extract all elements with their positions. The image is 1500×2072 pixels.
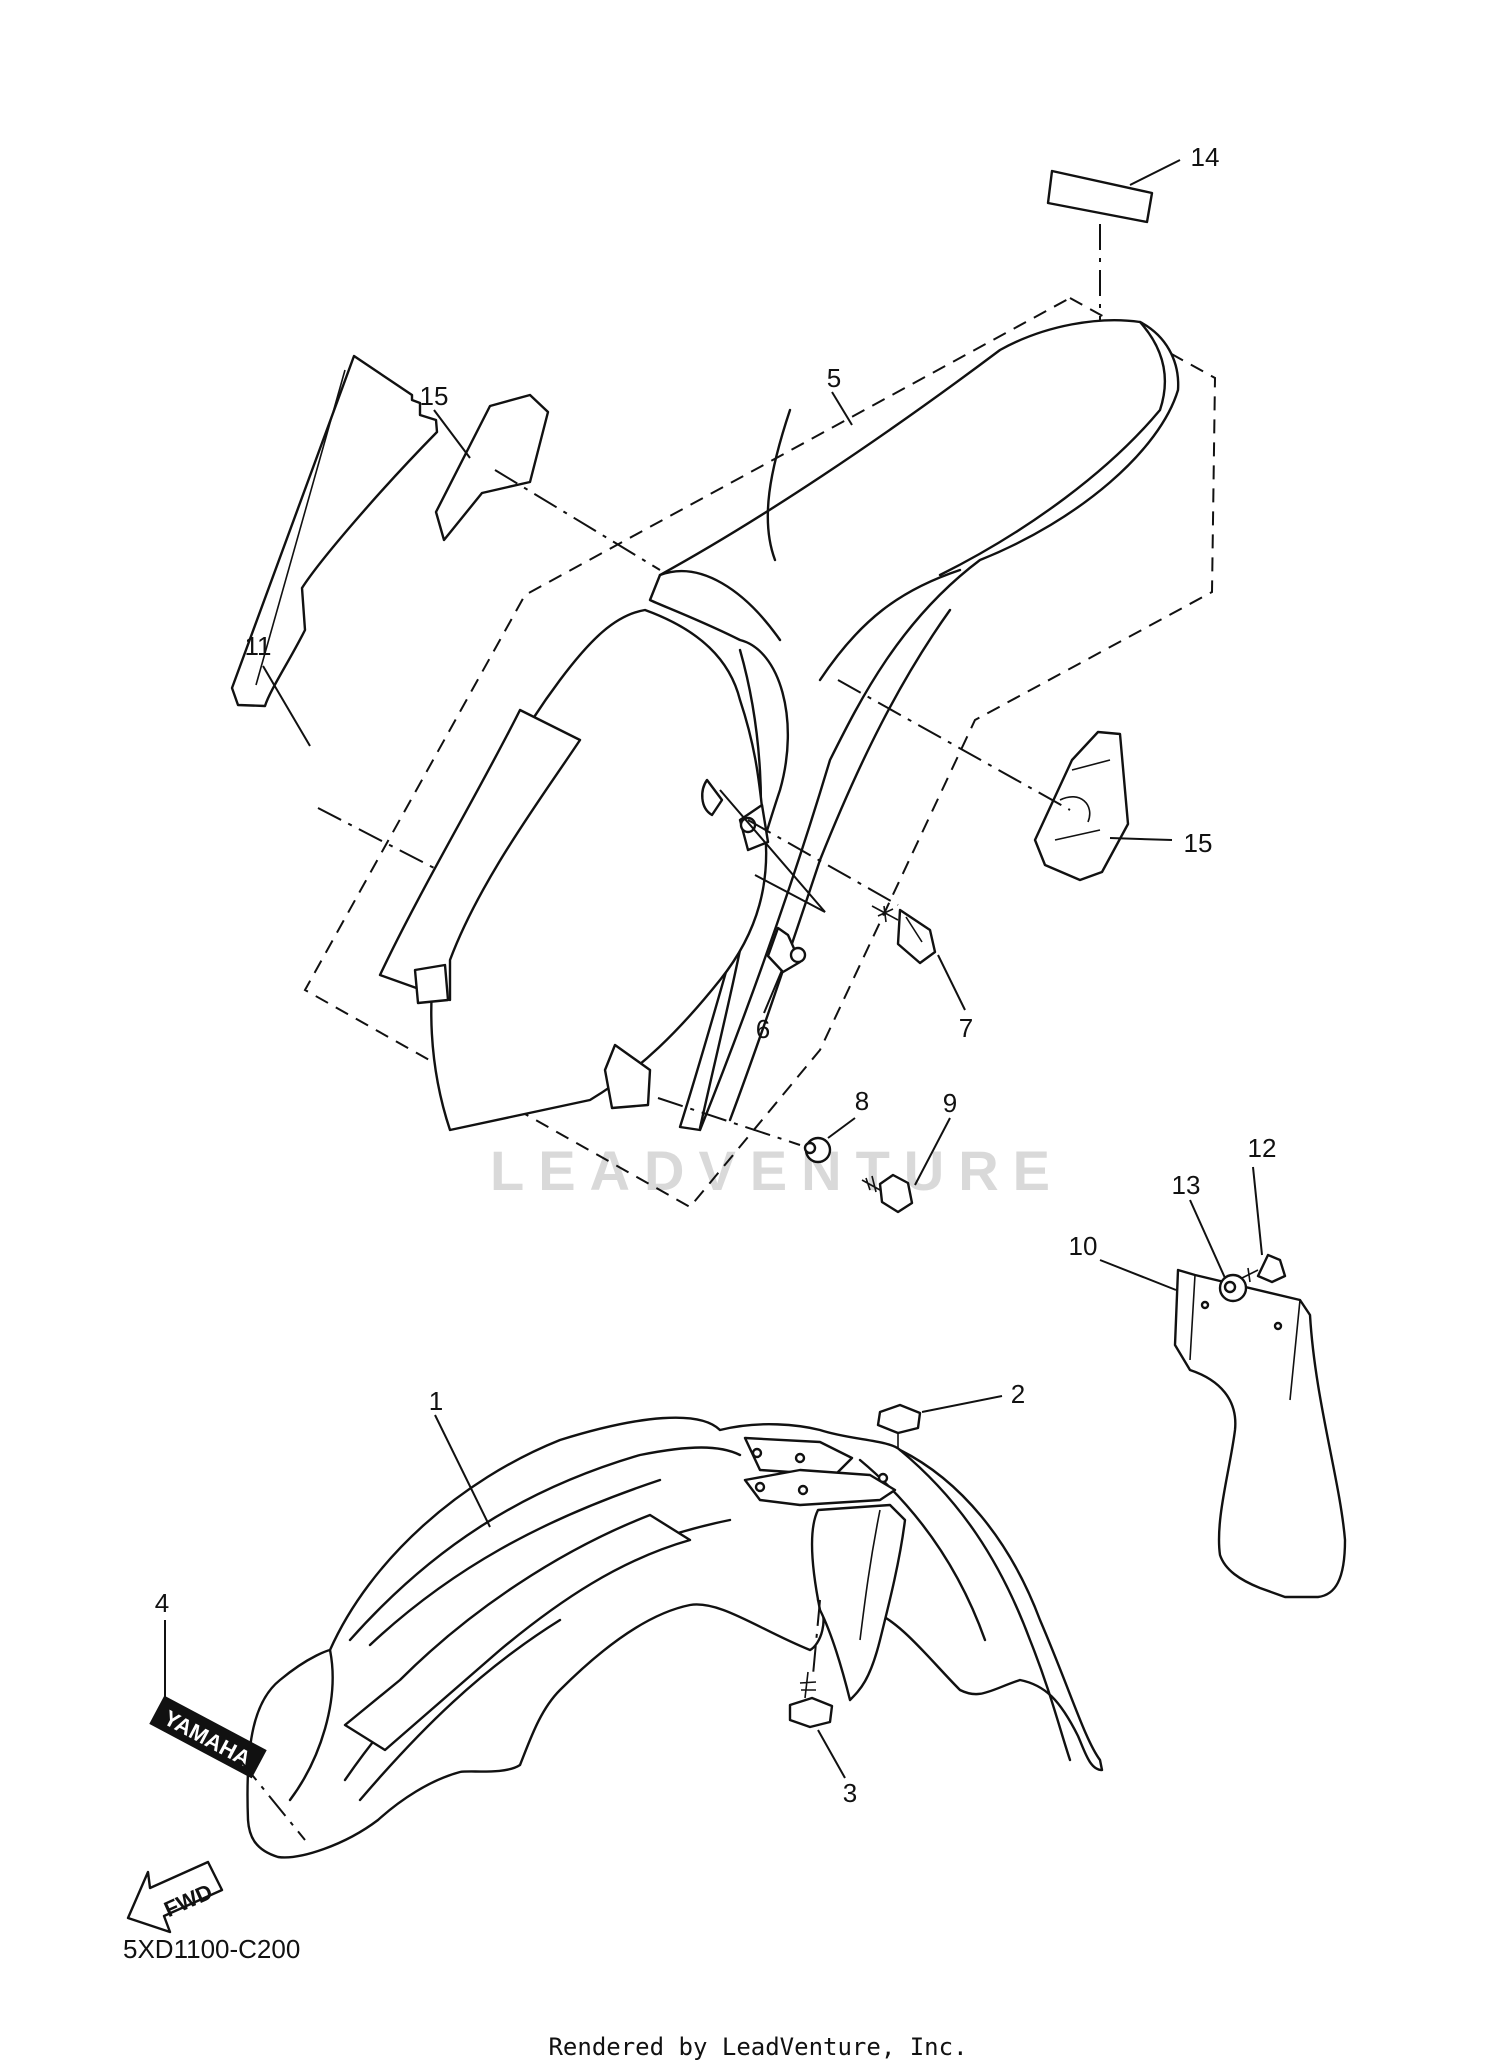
callout-14: 14 [1191,142,1220,172]
callout-1: 1 [429,1386,443,1416]
callout-leaders [164,159,1263,1779]
part-6-nut [719,789,826,974]
part-8-washer [657,1097,832,1164]
callout-9: 9 [943,1088,957,1118]
callout-13: 13 [1172,1170,1201,1200]
part-15-decal-upper [434,393,661,571]
callout-10: 10 [1069,1231,1098,1261]
part-3-bolt [788,1599,834,1729]
callout-4: 4 [155,1588,169,1618]
callout-2: 2 [1011,1379,1025,1409]
part-7-bolt [747,819,937,965]
callout-numbers: 1 2 3 4 5 6 7 8 9 10 11 12 13 14 15 15 [155,142,1277,1808]
part-10-mud-flap [1173,1268,1347,1599]
callout-12: 12 [1248,1133,1277,1163]
part-2-bolt [876,1403,922,1448]
fwd-arrow: FWD [126,1860,224,1934]
callout-8: 8 [855,1086,869,1116]
callout-15-lower: 15 [1184,828,1213,858]
assembly-dashed-box [303,296,1217,1209]
callout-15-upper: 15 [420,381,449,411]
part-12-screw [1241,1253,1287,1284]
inner-mudguard-panel [378,608,770,1132]
callout-11: 11 [245,631,272,661]
callout-3: 3 [843,1778,857,1808]
callout-5: 5 [827,363,841,393]
watermark: LEADVENTURE [490,1139,1064,1202]
part-code: 5XD1100-C200 [123,1934,300,1964]
part-11-side-panel [230,354,439,871]
part-1-front-fender [246,1416,1104,1859]
part-9-bolt [861,1173,914,1214]
footer-rendered-by: Rendered by LeadVenture, Inc. [548,2033,967,2061]
part-15-decal-lower [837,679,1130,882]
callout-6: 6 [756,1014,770,1044]
part-13-washer [1218,1273,1248,1303]
callout-7: 7 [959,1013,973,1043]
